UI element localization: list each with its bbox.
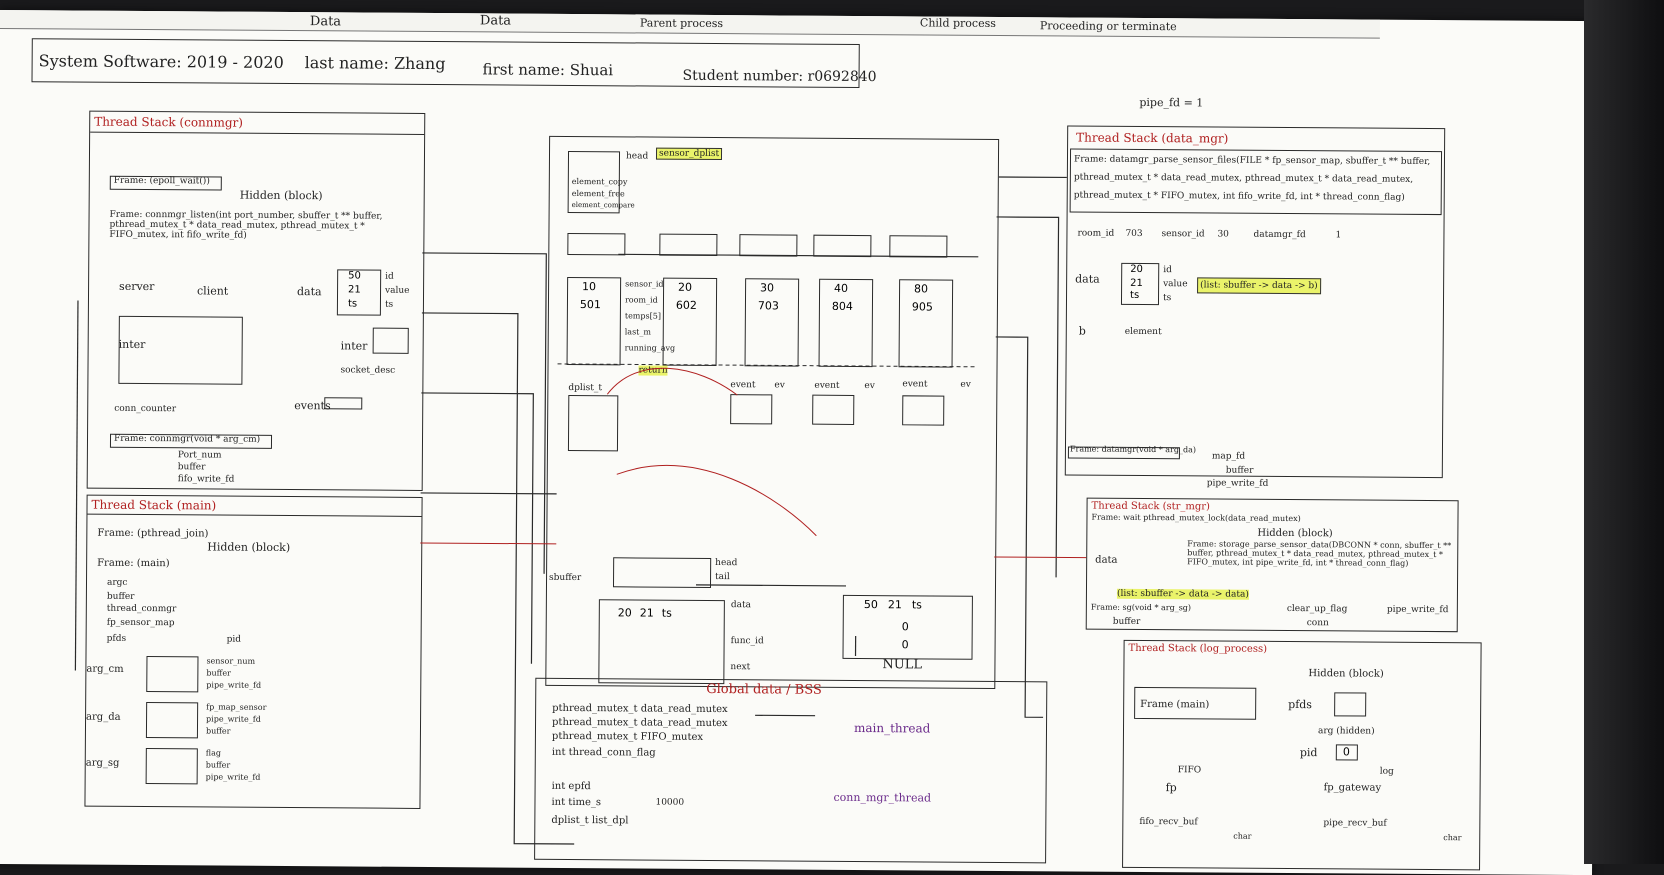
background-shade [1584, 0, 1664, 864]
diagram-paper: Data Data Parent process Child process P… [0, 10, 1598, 875]
connector-lines [74, 176, 1087, 845]
